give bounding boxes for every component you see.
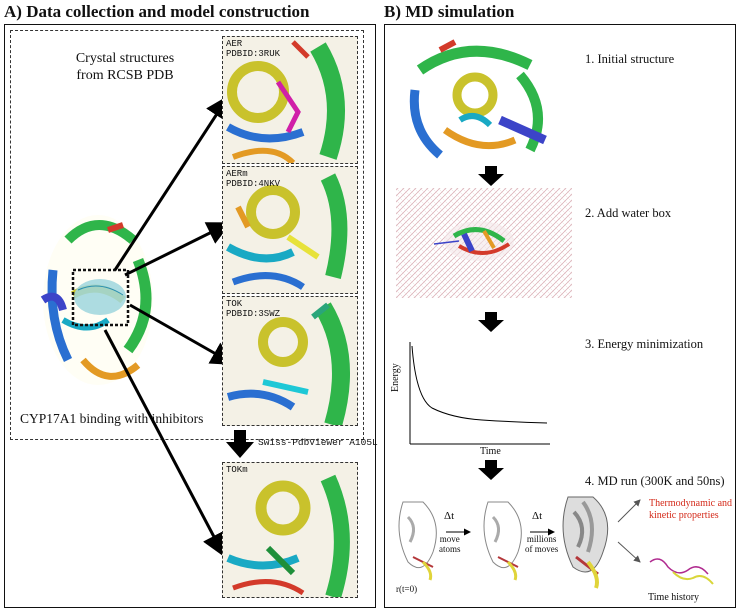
thumbnail-tokm: TOKm	[222, 462, 358, 598]
tok-structure-icon	[226, 302, 350, 425]
aer-structure-icon	[226, 40, 345, 163]
water-box-image	[394, 186, 574, 300]
panel-a-frame	[4, 24, 376, 608]
protein-ribbon-icon	[409, 39, 547, 159]
energy-curve-chart	[409, 342, 550, 445]
md-run-diagram	[398, 496, 714, 589]
dt-label-1: Δt	[444, 510, 455, 522]
thumbnail-tok-pdb: PDBID:3SWZ	[226, 309, 281, 319]
thumbnail-aer-name: AER	[226, 39, 243, 49]
panel-a-arrows	[103, 94, 254, 558]
step-1-label: 1. Initial structure	[585, 52, 675, 66]
down-arrow-icon	[478, 312, 504, 332]
binding-label: CYP17A1 binding with inhibitors	[20, 411, 204, 426]
cyp17a1-overview-image	[28, 200, 168, 400]
thumbnail-tok-name: TOK	[226, 299, 243, 309]
thumbnail-aer: AER PDBID:3RUK	[222, 36, 358, 164]
thumbnail-aerm: AERm PDBID:4NKV	[222, 166, 358, 294]
millions-of-moves-label: millions of moves	[525, 534, 559, 554]
step-2-label: 2. Add water box	[585, 206, 672, 220]
md-frame-1-icon	[398, 501, 437, 581]
crystal-structures-label: Crystal structures from RCSB PDB	[75, 51, 175, 83]
properties-label: Thermodynamic and kinetic properties	[649, 498, 733, 521]
step-3-label: 3. Energy minimization	[585, 337, 704, 351]
protein-ribbon-icon	[40, 215, 153, 385]
panel-a-title: A) Data collection and model constructio…	[4, 2, 310, 21]
thumbnail-aerm-name: AERm	[226, 169, 248, 179]
dt-label-2: Δt	[532, 510, 543, 522]
md-frame-2-icon	[483, 501, 522, 581]
tokm-structure-icon	[226, 474, 350, 597]
aerm-structure-icon	[226, 173, 348, 290]
energy-minimization-plot	[392, 338, 552, 460]
move-atoms-label: move atoms	[439, 534, 461, 554]
water-box-icon	[396, 188, 572, 298]
r0-label: r(t=0)	[396, 584, 418, 594]
pdb-group-frame	[10, 30, 364, 440]
thumbnail-aer-pdb: PDBID:3RUK	[226, 49, 281, 59]
down-arrow-icon	[478, 460, 504, 480]
thumbnail-tok: TOK PDBID:3SWZ	[222, 296, 358, 426]
down-arrow-icon	[478, 166, 504, 186]
time-axis-label: Time	[480, 446, 501, 457]
time-history-label: Time history	[648, 592, 700, 603]
panel-b-frame	[384, 24, 736, 608]
md-trajectory-icon	[562, 496, 609, 589]
thumbnail-tokm-name: TOKm	[226, 465, 248, 475]
step-4-label: 4. MD run (300K and 50ns)	[585, 474, 725, 488]
energy-axis-label: Energy	[390, 363, 401, 392]
time-history-icon	[649, 558, 714, 585]
panel-b-title: B) MD simulation	[384, 2, 515, 21]
swiss-pdbviewer-label: Swiss-PdbViewer A105L	[258, 437, 378, 448]
thumbnail-aerm-pdb: PDBID:4NKV	[226, 179, 281, 189]
initial-structure-image	[400, 30, 560, 165]
